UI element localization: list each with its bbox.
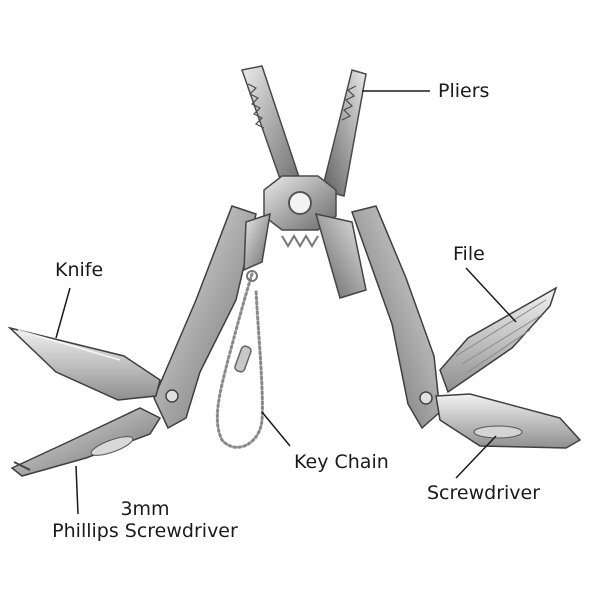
key-chain-clasp — [234, 345, 252, 373]
knife-blade — [7, 326, 161, 401]
pliers-jaws — [241, 65, 367, 198]
leader-lines — [55, 90, 517, 515]
label-pliers: Pliers — [438, 80, 490, 102]
pliers-shank-left — [243, 212, 271, 272]
phillips-screwdriver-tool — [10, 407, 162, 477]
label-phillips-screwdriver: 3mm Phillips Screwdriver — [40, 498, 250, 542]
label-phillips-name: Phillips Screwdriver — [52, 520, 238, 542]
right-handle — [351, 205, 441, 430]
label-knife: Knife — [55, 259, 104, 281]
file-tool — [439, 286, 558, 394]
leader-line-screwdriver — [455, 435, 497, 479]
flat-screwdriver-tool — [435, 393, 582, 449]
key-chain — [215, 272, 264, 449]
label-file: File — [453, 243, 485, 265]
leader-line-file — [465, 267, 517, 323]
label-key-chain: Key Chain — [294, 451, 389, 473]
key-chain-ring — [246, 270, 258, 282]
leader-line-key-chain — [261, 411, 291, 447]
label-phillips-size: 3mm — [120, 498, 170, 520]
label-screwdriver: Screwdriver — [427, 482, 541, 504]
leader-line-knife — [55, 287, 71, 339]
leader-line-phillips — [75, 465, 79, 515]
pliers-shank — [314, 212, 367, 299]
